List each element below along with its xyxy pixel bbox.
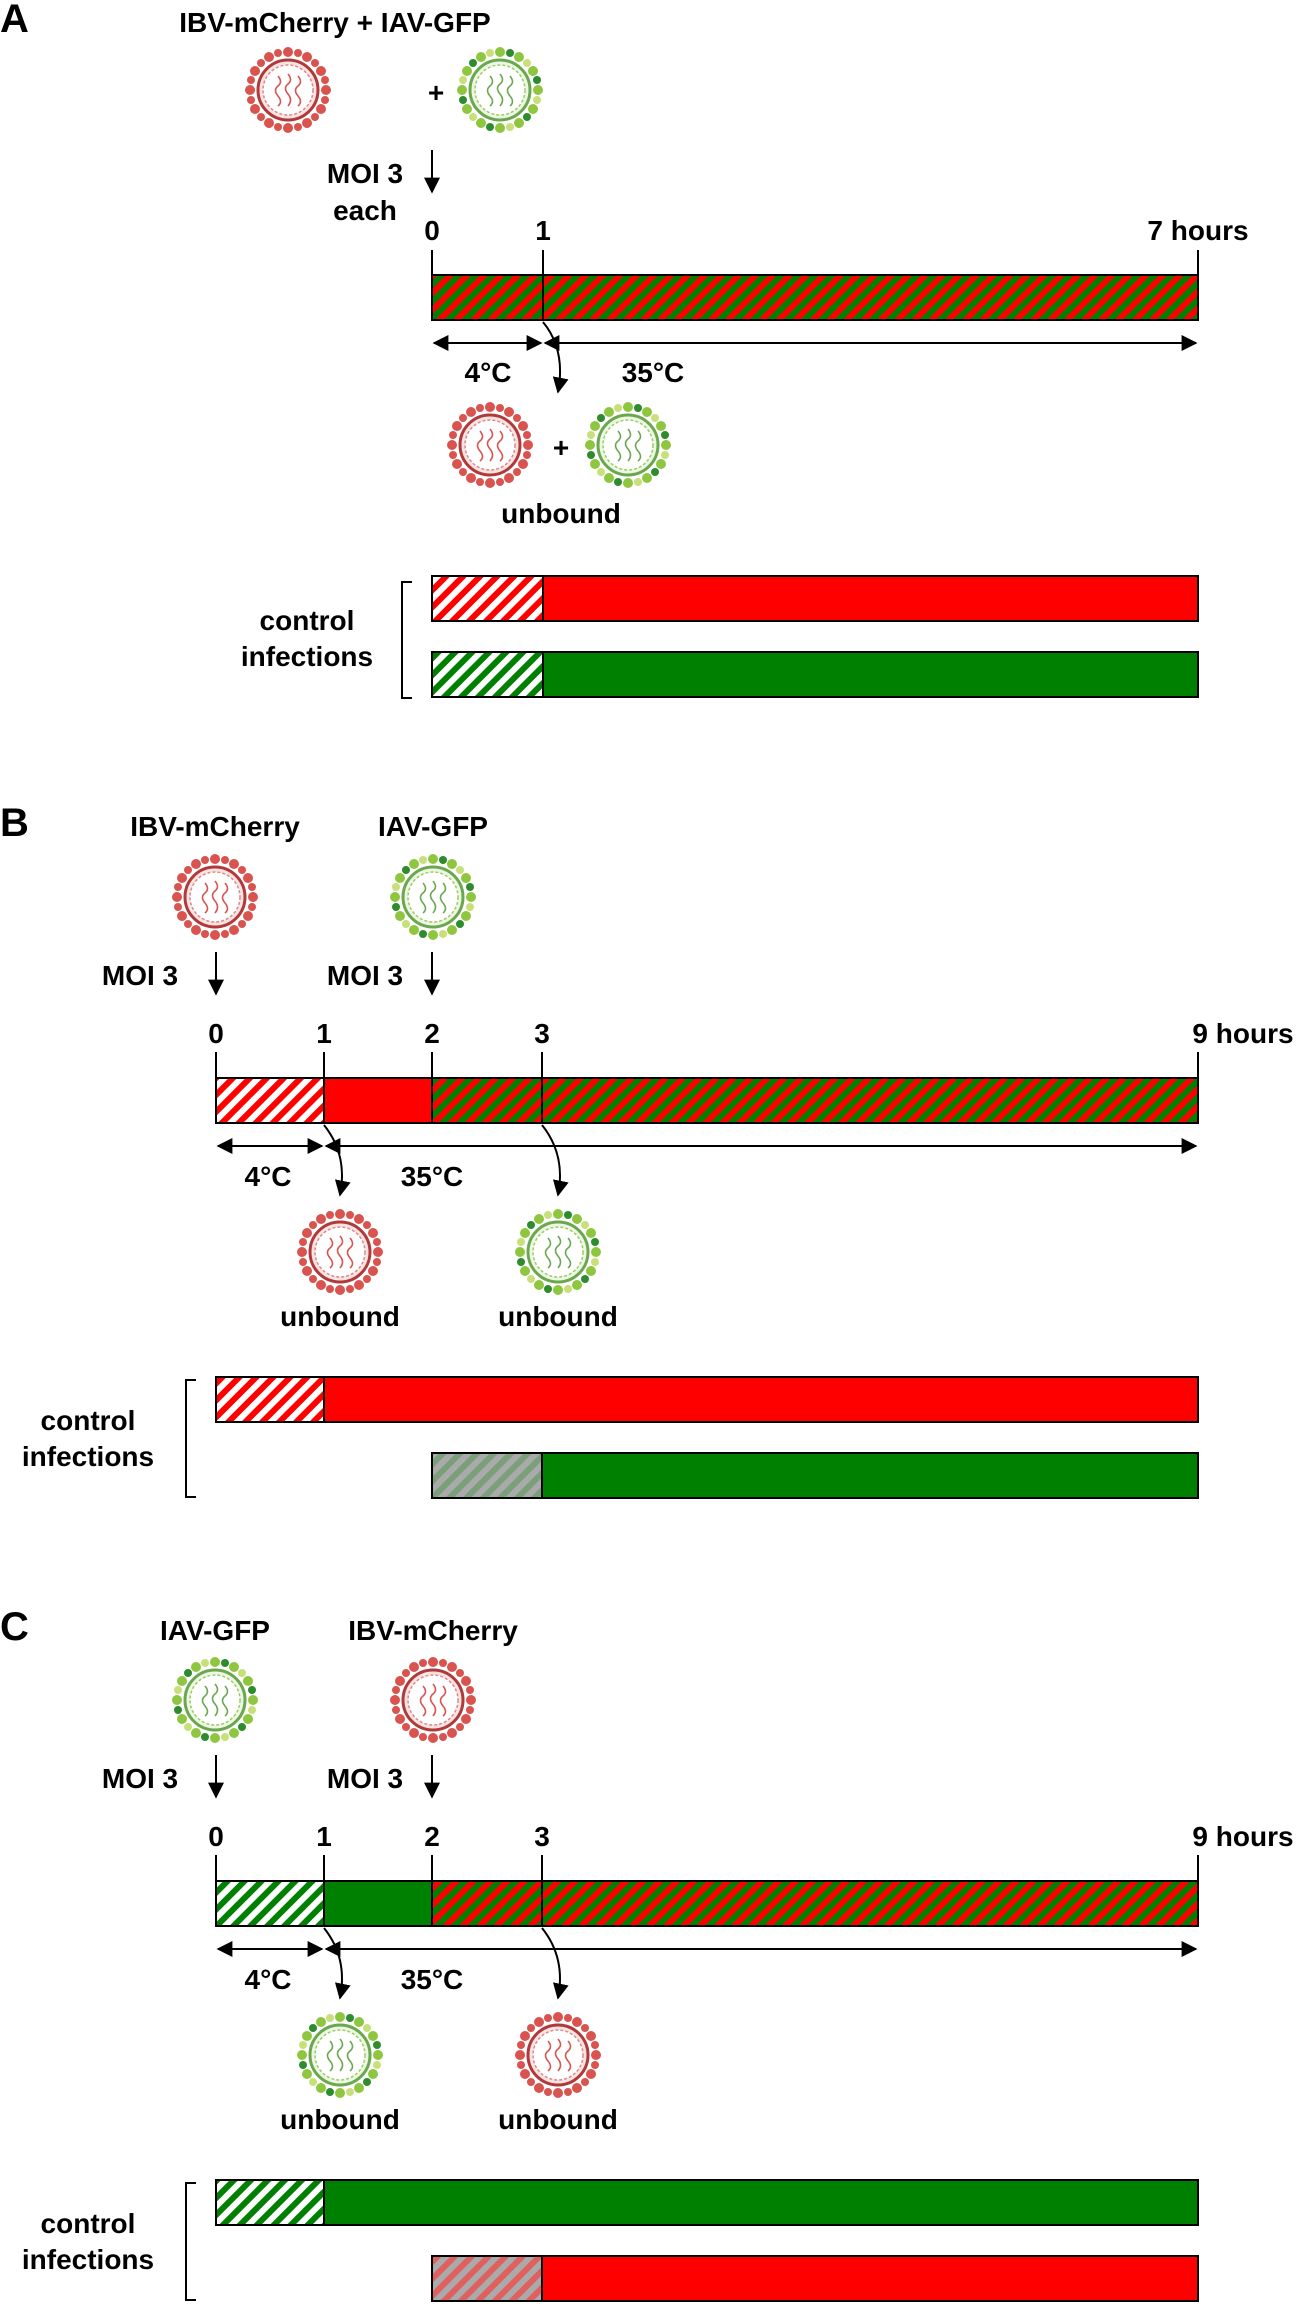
moi2-label: MOI 3 — [327, 960, 403, 991]
control-bar-red-warm — [542, 575, 1199, 622]
moi-each-label: each — [333, 195, 397, 226]
moi2-label: MOI 3 — [327, 1763, 403, 1794]
wash-arrow — [323, 1927, 351, 2000]
control-label: control — [260, 605, 355, 636]
bar-ibv-cold — [215, 1077, 325, 1124]
control-label: control — [41, 2208, 136, 2239]
panel-letter: B — [0, 801, 29, 845]
unbound-ibv-virus-icon — [295, 1207, 385, 1297]
plus-sign: + — [428, 77, 444, 108]
temp-warm-label: 35°C — [401, 1161, 464, 1192]
wash-arrow — [541, 1927, 569, 2000]
virus2-label: IBV-mCherry — [348, 1615, 518, 1646]
temp-warm-label: 35°C — [622, 357, 685, 388]
infections-label: infections — [22, 1441, 154, 1472]
control-bar-red-cold — [431, 575, 544, 622]
control-bar-red-warm — [323, 1376, 1199, 1423]
panel-letter: C — [0, 1605, 29, 1649]
control-bar-green-cold — [215, 2179, 325, 2226]
bar-iav-warm — [323, 1880, 433, 1927]
unbound-ibv-virus-icon — [513, 2010, 603, 2100]
moi1-label: MOI 3 — [102, 1763, 178, 1794]
tick-label: 2 — [424, 1018, 440, 1049]
control-bar-green-cold — [431, 1452, 543, 1499]
temp-cold-label: 4°C — [465, 357, 512, 388]
unbound-iav-virus-icon — [295, 2010, 385, 2100]
unbound-label: unbound — [501, 498, 621, 529]
unbound1-label: unbound — [280, 1301, 400, 1332]
unbound2-label: unbound — [498, 2104, 618, 2135]
ibv-mcherry-virus-icon — [243, 45, 333, 135]
panel-c: C IAV-GFP IBV-mCherry MOI 3 MOI 3 0 1 2 … — [0, 1605, 1294, 2302]
wash-arrow — [323, 1124, 351, 1197]
control-bar-green-warm — [542, 651, 1199, 698]
temp-cold-label: 4°C — [245, 1161, 292, 1192]
tick-label: 0 — [208, 1821, 224, 1852]
control-bracket — [401, 581, 412, 699]
tick-label: 1 — [316, 1018, 332, 1049]
tick-label: 1 — [316, 1821, 332, 1852]
wash-arrow — [541, 1124, 569, 1197]
control-bar-green-warm — [541, 1452, 1199, 1499]
iav-gfp-virus-icon — [170, 1655, 260, 1745]
iav-gfp-virus-icon — [455, 45, 545, 135]
bar-ibv-warm — [323, 1077, 433, 1124]
control-bar-red-cold — [431, 2255, 543, 2302]
tick-label: 9 hours — [1192, 1821, 1293, 1852]
tick-label: 0 — [424, 215, 440, 246]
unbound-iav-virus-icon — [583, 400, 673, 490]
control-bar-red-cold — [215, 1376, 325, 1423]
moi1-label: MOI 3 — [102, 960, 178, 991]
panel-letter: A — [0, 0, 29, 41]
virus1-label: IBV-mCherry — [130, 811, 300, 842]
temp-cold-label: 4°C — [245, 1964, 292, 1995]
plus-sign: + — [553, 432, 569, 463]
unbound1-label: unbound — [280, 2104, 400, 2135]
tick-label: 9 hours — [1192, 1018, 1293, 1049]
tick-label: 7 hours — [1147, 215, 1248, 246]
control-bar-red-warm — [541, 2255, 1199, 2302]
tick-label: 1 — [535, 215, 551, 246]
panel-b: B IBV-mCherry IAV-GFP MOI 3 MOI 3 0 1 2 … — [0, 801, 1294, 1499]
tick-label: 3 — [534, 1821, 550, 1852]
bar-superinfection — [431, 1880, 1199, 1927]
infections-label: infections — [22, 2244, 154, 2275]
wash-arrow — [542, 321, 569, 394]
tick-label: 0 — [208, 1018, 224, 1049]
bar-superinfection — [431, 1077, 1199, 1124]
control-label: control — [41, 1405, 136, 1436]
bar-iav-cold — [215, 1880, 325, 1927]
virus-header: IBV-mCherry + IAV-GFP — [179, 7, 490, 38]
panel-a: A IBV-mCherry + IAV-GFP + MOI 3 each 0 1… — [0, 0, 1249, 699]
unbound-ibv-virus-icon — [445, 400, 535, 490]
ibv-mcherry-virus-icon — [170, 852, 260, 942]
virus2-label: IAV-GFP — [378, 811, 488, 842]
control-bracket — [185, 1379, 196, 1498]
control-bar-green-cold — [431, 651, 544, 698]
ibv-mcherry-virus-icon — [388, 1655, 478, 1745]
tick-label: 3 — [534, 1018, 550, 1049]
unbound2-label: unbound — [498, 1301, 618, 1332]
unbound-iav-virus-icon — [513, 1207, 603, 1297]
moi-label: MOI 3 — [327, 158, 403, 189]
tick-label: 2 — [424, 1821, 440, 1852]
coinfection-bar — [431, 274, 1199, 321]
control-bracket — [185, 2182, 196, 2301]
infections-label: infections — [241, 641, 373, 672]
iav-gfp-virus-icon — [388, 852, 478, 942]
control-bar-green-warm — [323, 2179, 1199, 2226]
virus1-label: IAV-GFP — [160, 1615, 270, 1646]
temp-warm-label: 35°C — [401, 1964, 464, 1995]
